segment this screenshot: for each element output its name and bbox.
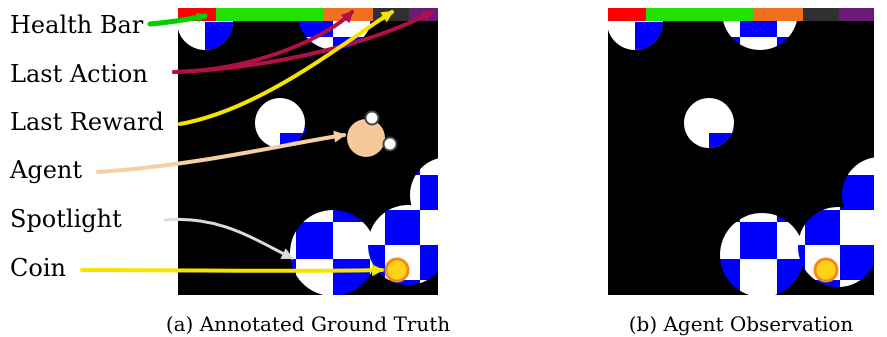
spotlight-circle xyxy=(290,210,376,296)
health-bar-segment xyxy=(216,8,324,21)
obs-circle-bottom-left xyxy=(720,213,804,297)
obs-coin-sprite xyxy=(815,259,837,281)
obs-last-reward xyxy=(803,8,839,21)
panel-ground-truth xyxy=(177,0,486,296)
coin-sprite xyxy=(386,259,408,281)
obs-last-action xyxy=(754,8,803,21)
label-coin: Coin xyxy=(10,254,66,282)
caption-ground-truth: (a) Annotated Ground Truth xyxy=(166,312,450,336)
label-health-bar: Health Bar xyxy=(10,11,144,39)
status-bar xyxy=(178,8,438,21)
caption-agent-observation: (b) Agent Observation xyxy=(629,312,854,336)
obs-extra xyxy=(839,8,874,21)
agent-body xyxy=(347,119,385,157)
agent-eye-right xyxy=(384,138,397,151)
obs-health-green xyxy=(646,8,754,21)
label-last-reward: Last Reward xyxy=(10,108,164,136)
obs-health-red xyxy=(608,8,646,21)
agent-eye-top xyxy=(366,112,379,125)
label-last-action: Last Action xyxy=(10,60,148,88)
obs-circle-bottom-right xyxy=(798,207,878,287)
obs-status-bar xyxy=(608,8,874,21)
label-spotlight: Spotlight xyxy=(10,205,122,233)
panel-agent-observation xyxy=(607,0,887,297)
label-agent: Agent xyxy=(9,156,82,184)
arrow-coin xyxy=(82,270,382,271)
